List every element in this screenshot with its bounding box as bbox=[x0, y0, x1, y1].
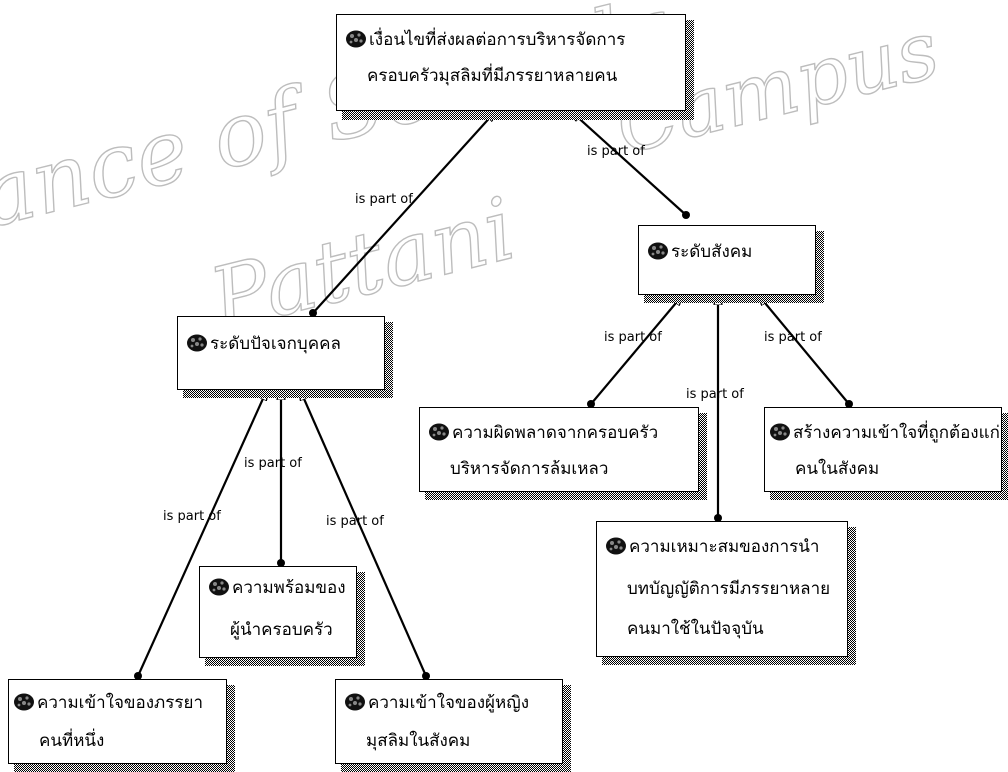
atlas-code-icon bbox=[187, 334, 207, 352]
edge-understanding-social bbox=[760, 297, 850, 405]
node-muslim-women-line1: ความเข้าใจของผู้หญิง bbox=[368, 693, 529, 713]
edge-individual-root bbox=[312, 113, 494, 314]
edge-firstwife-individual bbox=[136, 392, 266, 677]
node-root-line2: ครอบครัวมุสลิมที่มีภรรยาหลายคน bbox=[367, 66, 618, 86]
edge-muslimwomen-individual bbox=[301, 392, 428, 677]
atlas-code-icon bbox=[345, 693, 365, 711]
atlas-code-icon bbox=[346, 30, 366, 48]
node-social-label: ระดับสังคม bbox=[671, 242, 753, 262]
node-first-wife: ความเข้าใจของภรรยา คนที่หนึ่ง bbox=[8, 679, 227, 764]
node-leader-readiness-line2: ผู้นำครอบครัว bbox=[230, 620, 333, 640]
edge-failure-social bbox=[590, 297, 681, 405]
atlas-code-icon bbox=[14, 693, 34, 711]
edge-label-social-root: is part of bbox=[587, 144, 645, 159]
atlas-code-icon bbox=[648, 242, 668, 260]
node-law-suitability-line2: บทบัญญัติการมีภรรยาหลาย bbox=[627, 579, 831, 599]
edge-label-law-social: is part of bbox=[686, 387, 744, 402]
atlas-code-icon bbox=[429, 423, 449, 441]
node-muslim-women: ความเข้าใจของผู้หญิง มุสลิมในสังคม bbox=[335, 679, 563, 764]
atlas-code-icon bbox=[606, 537, 626, 555]
node-law-suitability-line3: คนมาใช้ในปัจจุบัน bbox=[627, 619, 764, 639]
edge-label-understanding-social: is part of bbox=[764, 330, 822, 345]
node-first-wife-line2: คนที่หนึ่ง bbox=[39, 731, 105, 751]
edge-label-individual-root: is part of bbox=[355, 192, 413, 207]
atlas-code-icon bbox=[770, 423, 790, 441]
node-root: เงื่อนไขที่ส่งผลต่อการบริหารจัดการ ครอบค… bbox=[336, 14, 686, 111]
node-muslim-women-line2: มุสลิมในสังคม bbox=[366, 731, 471, 751]
node-law-suitability: ความเหมาะสมของการนำ บทบัญญัติการมีภรรยาห… bbox=[596, 521, 848, 657]
node-social-understanding-line1: สร้างความเข้าใจที่ถูกต้องแก่ bbox=[793, 423, 1000, 443]
node-individual-label: ระดับปัจเจกบุคคล bbox=[210, 334, 341, 354]
node-individual: ระดับปัจเจกบุคคล bbox=[177, 316, 385, 390]
node-root-line1: เงื่อนไขที่ส่งผลต่อการบริหารจัดการ bbox=[369, 30, 626, 50]
node-first-wife-line1: ความเข้าใจของภรรยา bbox=[37, 693, 204, 713]
node-leader-readiness-line1: ความพร้อมของ bbox=[232, 578, 346, 598]
node-social: ระดับสังคม bbox=[638, 225, 816, 295]
node-social-understanding: สร้างความเข้าใจที่ถูกต้องแก่ คนในสังคม bbox=[764, 407, 1002, 492]
edge-label-leader-individual: is part of bbox=[244, 456, 302, 471]
edge-label-failure-social: is part of bbox=[604, 330, 662, 345]
node-leader-readiness: ความพร้อมของ ผู้นำครอบครัว bbox=[199, 566, 357, 658]
node-family-failure: ความผิดพลาดจากครอบครัว บริหารจัดการล้มเห… bbox=[419, 407, 699, 492]
atlas-code-icon bbox=[209, 578, 229, 596]
edge-social-root bbox=[573, 113, 687, 216]
node-social-understanding-line2: คนในสังคม bbox=[795, 459, 880, 479]
node-law-suitability-line1: ความเหมาะสมของการนำ bbox=[629, 537, 820, 557]
edge-label-muslimwomen-individual: is part of bbox=[326, 514, 384, 529]
edge-label-firstwife-individual: is part of bbox=[163, 509, 221, 524]
node-family-failure-line1: ความผิดพลาดจากครอบครัว bbox=[452, 423, 659, 443]
node-family-failure-line2: บริหารจัดการล้มเหลว bbox=[450, 459, 609, 479]
